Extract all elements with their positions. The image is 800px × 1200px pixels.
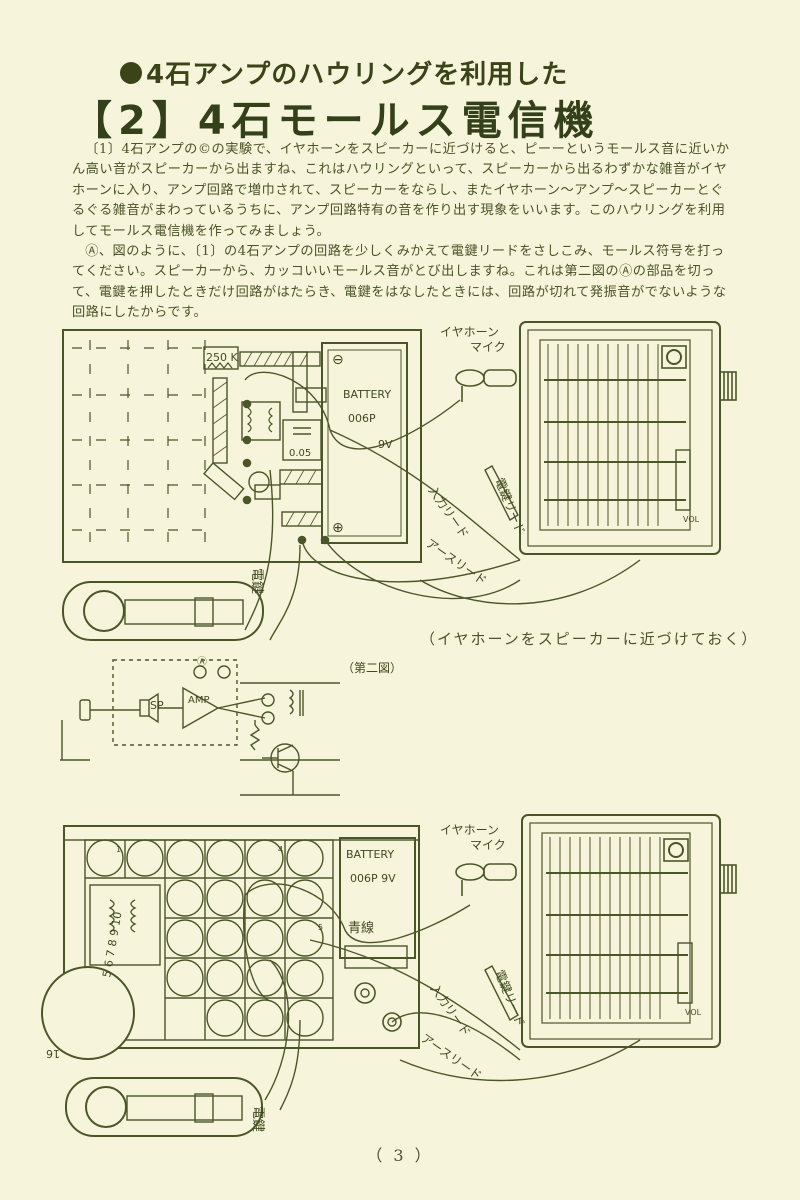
subtitle-text: 4石アンプのハウリングを利用した <box>146 60 569 90</box>
board-grid-2 <box>84 839 334 1041</box>
battery-2 <box>339 837 416 959</box>
subtitle: 4石アンプのハウリングを利用した <box>120 54 568 91</box>
label-plus: ⊕ <box>332 520 344 536</box>
probe-icon-1 <box>484 465 519 522</box>
wiring-blocks-1 <box>203 351 327 527</box>
kit-board-1 <box>62 329 422 563</box>
speaker-radio-2 <box>521 814 737 1048</box>
label-mic: マイク <box>470 340 506 354</box>
label-vol: VOL <box>683 515 700 524</box>
label-dial-16: 16 <box>46 1047 60 1060</box>
label-amp: AMP <box>188 695 210 706</box>
schematic: SP AMP （第二図） Ⓐ <box>60 656 402 796</box>
tuning-dial <box>41 966 135 1060</box>
label-dial-numbers: 5 6 7 8 9 10 <box>100 911 124 979</box>
bullet-icon <box>120 61 142 84</box>
page-title: 【2】4石モールス電信機 <box>72 98 600 144</box>
label-mic-2: マイク <box>470 838 506 852</box>
diagram-1: 250 K BATTERY 006P 9V 0.05 ⊖ ⊕ イヤホーン マイク… <box>62 321 737 641</box>
label-vol-2: VOL <box>685 1008 702 1017</box>
schematic-title: （第二図） <box>342 661 402 675</box>
label-resistor: 250 K <box>206 351 238 364</box>
label-earphone: イヤホーン <box>440 325 499 339</box>
label-telegraph-key: 電鍵 <box>249 568 265 594</box>
label-capacitor: 0.05 <box>289 448 311 459</box>
label-minus: ⊖ <box>332 352 344 368</box>
label-marker-a: Ⓐ <box>197 656 207 668</box>
diagram-caption: （イヤホーンをスピーカーに近づけておく） <box>420 630 759 648</box>
telegraph-key-1 <box>62 581 264 641</box>
label-battery-2: BATTERY <box>346 848 394 861</box>
probe-icon-2 <box>484 965 519 1022</box>
resistor-250k <box>203 346 239 370</box>
svg-text:1: 1 <box>116 845 121 854</box>
svg-text:5: 5 <box>318 923 323 932</box>
battery-1 <box>321 342 408 544</box>
label-battery: BATTERY <box>343 388 391 401</box>
diagram-2: BATTERY 006P 9V 青線 イヤホーン マイク VOL 1 4 5 5… <box>41 814 737 1137</box>
label-earphone-2: イヤホーン <box>440 823 499 837</box>
label-battery-model: 006P <box>348 412 376 425</box>
label-battery-voltage: 9V <box>378 438 393 451</box>
label-sp: SP <box>150 699 164 712</box>
svg-text:4: 4 <box>278 845 283 854</box>
label-key-lead: 電鍵リード <box>492 476 528 537</box>
earphone-icon <box>455 369 517 402</box>
label-blue-wire: 青線 <box>348 920 374 936</box>
paragraph-2: Ⓐ、図のように、〔1〕の4石アンプの回路を少しくみかえて電鍵リードをさしこみ、モ… <box>72 244 727 321</box>
page-number: （ 3 ） <box>366 1146 434 1165</box>
speaker-radio-1 <box>519 321 737 555</box>
earphone-wire-1 <box>244 371 461 450</box>
label-battery-spec-2: 006P 9V <box>350 872 396 885</box>
transformer-1 <box>241 401 281 441</box>
telegraph-key-2 <box>65 1077 263 1137</box>
paragraph-1: 〔1〕4石アンプの©の実験で、イヤホーンをスピーカーに近づけると、ピーーというモ… <box>72 142 730 239</box>
capacitor-1 <box>282 419 322 461</box>
transistor-1 <box>248 471 270 493</box>
label-input-lead: 入力リード <box>426 484 472 541</box>
body-text: 〔1〕4石アンプの©の実験で、イヤホーンをスピーカーに近づけると、ピーーというモ… <box>72 140 732 324</box>
earphone-icon-2 <box>455 863 517 896</box>
label-telegraph-key-2: 電鍵 <box>250 1106 266 1132</box>
board-grid-1 <box>72 340 206 555</box>
amp-symbol <box>182 686 220 730</box>
